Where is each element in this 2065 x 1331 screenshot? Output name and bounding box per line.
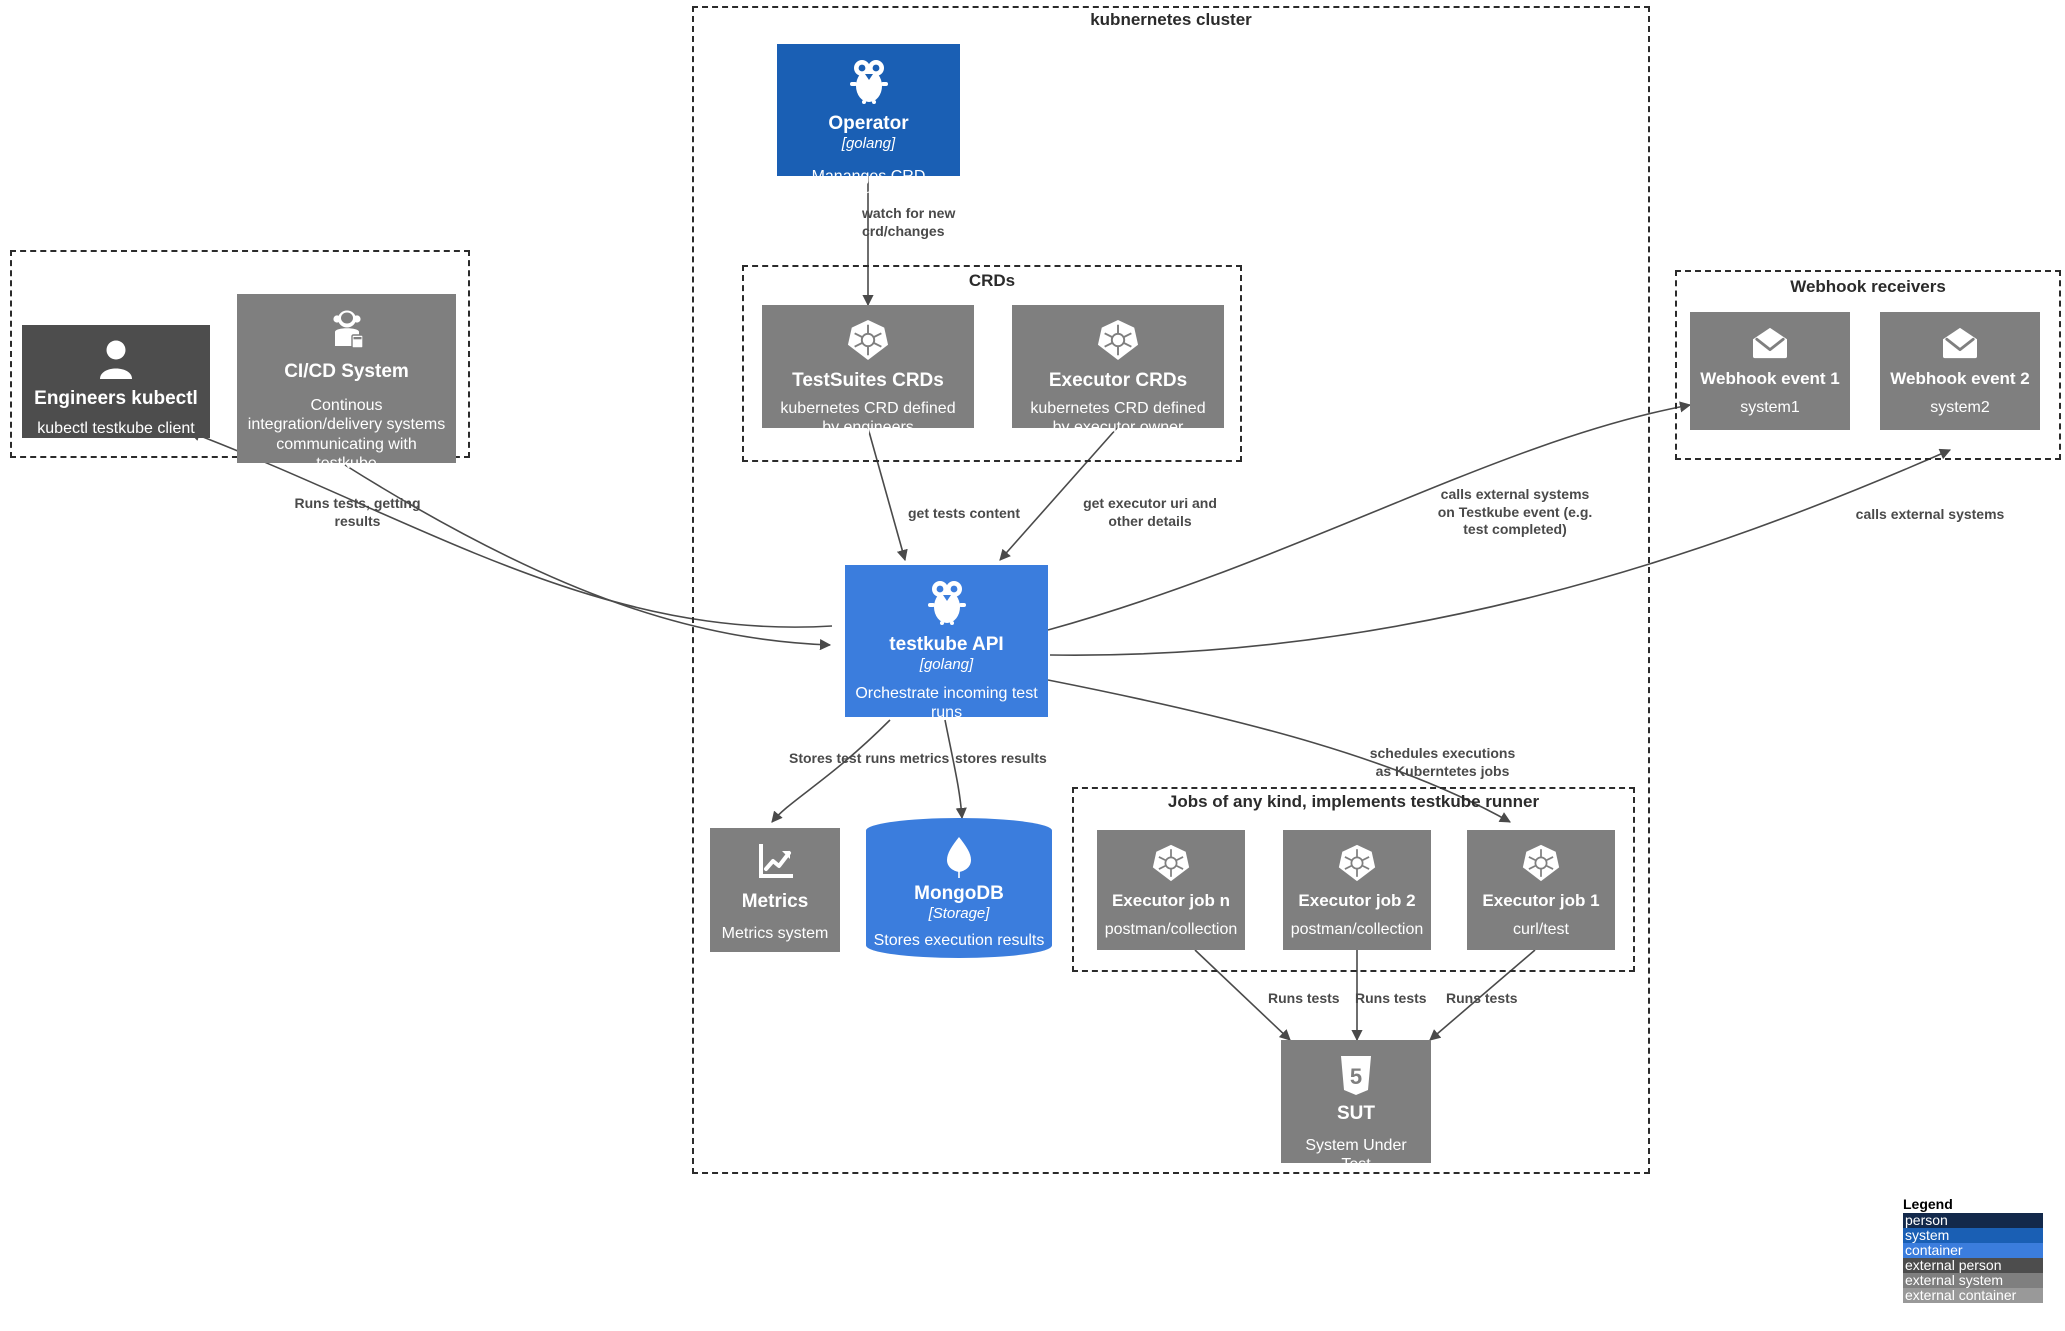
edge-label-runs-tests-1: Runs tests — [1268, 990, 1340, 1006]
node-mongodb-title: MongoDB — [914, 883, 1004, 904]
node-job2-desc: postman/collection — [1290, 921, 1424, 939]
kubernetes-icon — [1097, 319, 1139, 366]
node-mongodb-tech: [Storage] — [928, 905, 990, 922]
node-engineers-title: Engineers kubectl — [34, 388, 198, 409]
node-testsuites-desc: kubernetes CRD defined by engineers — [780, 400, 956, 437]
node-metrics[interactable]: Metrics Metrics system — [710, 828, 840, 952]
node-webhook2-title: Webhook event 2 — [1890, 369, 2030, 388]
node-engineers-desc: kubectl testkube client — [37, 420, 195, 438]
node-testkube-api[interactable]: testkube API [golang] Orchestrate incomi… — [845, 565, 1048, 721]
group-crds — [742, 265, 1242, 462]
node-executor-job-1[interactable]: Executor job 1 curl/test — [1467, 830, 1615, 950]
node-mongodb[interactable]: MongoDB [Storage] Stores execution resul… — [866, 818, 1052, 958]
node-webhook1-title: Webhook event 1 — [1700, 369, 1840, 388]
node-operator-title: Operator — [828, 113, 909, 134]
node-operator-desc: Mananges CRD changes — [811, 167, 926, 204]
group-jobs-title: Jobs of any kind, implements testkube ru… — [1167, 792, 1540, 811]
node-job1-title: Executor job 1 — [1482, 891, 1600, 910]
kubernetes-icon — [1338, 844, 1376, 887]
edge-label-watch-for-new-crd: watch for new crd/changes — [862, 205, 956, 239]
kubernetes-icon — [1522, 844, 1560, 887]
node-cicd-title: CI/CD System — [284, 361, 409, 382]
node-cicd-system[interactable]: CI/CD System Continous integration/deliv… — [237, 294, 456, 472]
node-sut[interactable]: 5 SUT System Under Test — [1281, 1040, 1431, 1173]
envelope-icon — [1749, 326, 1791, 365]
node-webhook1-desc: system1 — [1740, 399, 1800, 417]
node-sut-title: SUT — [1337, 1103, 1375, 1124]
node-executor-job-n[interactable]: Executor job n postman/collection — [1097, 830, 1245, 950]
edge-label-get-executor-uri: get executor uri and other details — [1083, 495, 1217, 529]
mongodb-leaf-icon — [946, 836, 972, 883]
legend-row-external-container: external container — [1903, 1287, 2043, 1303]
edge-label-runs-tests-3: Runs tests — [1446, 990, 1518, 1006]
node-metrics-desc: Metrics system — [721, 925, 829, 943]
group-webhook-receivers — [1675, 270, 2061, 460]
edge-label-schedules-executions: schedules executions as Kuberntetes jobs — [1369, 745, 1516, 779]
legend-row-container: container — [1903, 1242, 2043, 1258]
group-crds-title: CRDs — [968, 271, 1016, 290]
node-job2-title: Executor job 2 — [1298, 891, 1416, 910]
node-webhook-event-2[interactable]: Webhook event 2 system2 — [1880, 312, 2040, 430]
node-api-title: testkube API — [889, 634, 1004, 655]
node-webhook-event-1[interactable]: Webhook event 1 system1 — [1690, 312, 1850, 430]
edge-label-get-tests-content: get tests content — [908, 505, 1021, 521]
gopher-icon — [926, 579, 968, 630]
edge-label-stores-test-runs-metrics: Stores test runs metrics — [789, 750, 950, 766]
node-api-desc: Orchestrate incoming test runs — [855, 684, 1038, 721]
group-webhook-receivers-title: Webhook receivers — [1790, 277, 1946, 296]
node-jobn-title: Executor job n — [1111, 891, 1231, 910]
node-testsuites-title: TestSuites CRDs — [792, 370, 944, 391]
node-executor-job-2[interactable]: Executor job 2 postman/collection — [1283, 830, 1431, 950]
edge-label-calls-external-systems-on-event: calls external systems on Testkube event… — [1437, 486, 1593, 537]
kubernetes-icon — [1152, 844, 1190, 887]
edge-label-runs-tests-2: Runs tests — [1355, 990, 1427, 1006]
node-operator[interactable]: Operator [golang] Mananges CRD changes — [777, 44, 960, 204]
legend-row-external-person: external person — [1903, 1257, 2043, 1273]
node-operator-tech: [golang] — [841, 135, 896, 153]
group-jobs — [1072, 787, 1635, 972]
edge-label-calls-external-systems: calls external systems — [1855, 506, 2005, 522]
legend: Legend person system container external … — [1903, 1196, 2043, 1303]
node-job1-desc: curl/test — [1512, 921, 1569, 939]
node-sut-desc: System Under Test — [1305, 1137, 1407, 1174]
node-mongodb-desc: Stores execution results — [873, 932, 1045, 949]
node-cicd-desc: Continous integration/delivery systems c… — [247, 397, 446, 472]
node-jobn-desc: postman/collection — [1104, 921, 1238, 939]
person-icon — [97, 339, 135, 384]
node-api-tech: [golang] — [919, 656, 974, 674]
node-metrics-title: Metrics — [741, 891, 809, 912]
svg-text:5: 5 — [1350, 1064, 1362, 1089]
chart-icon — [755, 842, 795, 887]
kubernetes-icon — [847, 319, 889, 366]
node-executor-crds[interactable]: Executor CRDs kubernetes CRD defined by … — [1012, 305, 1224, 436]
html5-icon: 5 — [1339, 1054, 1373, 1101]
ci-worker-icon — [325, 308, 369, 357]
legend-title: Legend — [1903, 1196, 1953, 1212]
edge-label-runs-tests-getting-results: Runs tests, getting results — [294, 495, 421, 529]
legend-row-system: system — [1903, 1227, 2043, 1243]
legend-row-external-system: external system — [1903, 1272, 2043, 1288]
group-kubernetes-cluster-title: kubnernetes cluster — [1090, 10, 1252, 29]
edge-label-stores-results: stores results — [955, 750, 1047, 766]
node-testsuites-crds[interactable]: TestSuites CRDs kubernetes CRD defined b… — [762, 305, 974, 436]
node-engineers-kubectl[interactable]: Engineers kubectl kubectl testkube clien… — [22, 325, 210, 438]
envelope-icon — [1939, 326, 1981, 365]
node-executorcrd-desc: kubernetes CRD defined by executor owner — [1030, 400, 1206, 437]
legend-row-person: person — [1903, 1213, 2043, 1228]
group-kubernetes-cluster — [692, 6, 1650, 1174]
gopher-icon — [848, 58, 890, 109]
node-executorcrd-title: Executor CRDs — [1048, 370, 1188, 391]
node-webhook2-desc: system2 — [1930, 399, 1990, 417]
